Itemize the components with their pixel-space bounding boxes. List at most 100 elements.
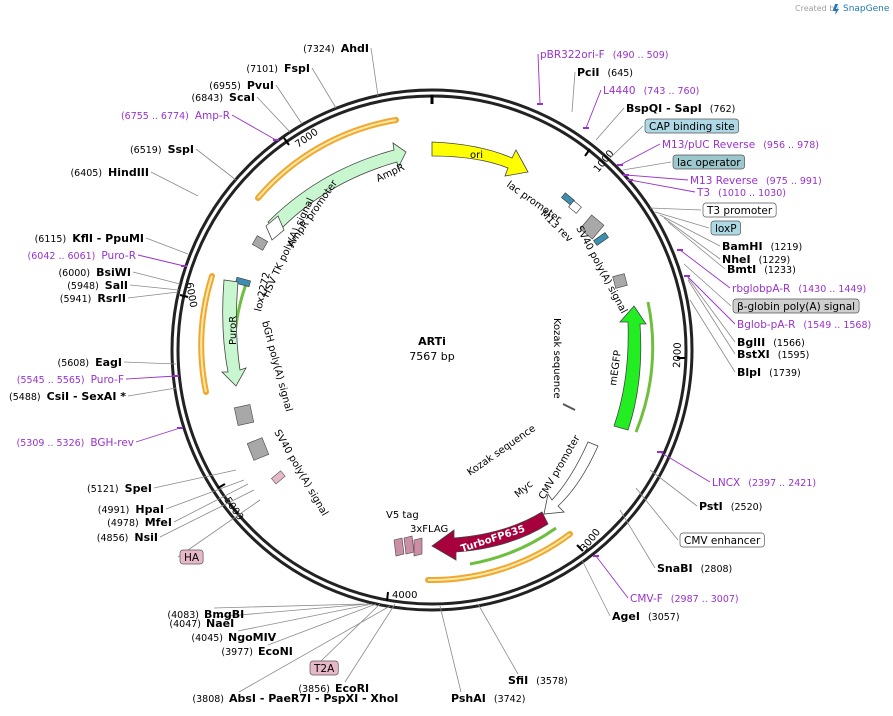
right-leader-bamhi: [659, 214, 721, 247]
right-name-bamhi[interactable]: BamHI: [722, 240, 763, 253]
right-name-pbr322ori-f[interactable]: pBR322ori-F: [540, 49, 605, 61]
left-name-sspi[interactable]: SspI: [168, 143, 194, 156]
right-feature-box-cmv-enhancer[interactable]: [679, 532, 765, 548]
t3-promoter-feature: [579, 214, 605, 240]
bottom-position-ecori: (3856): [298, 684, 330, 695]
left-name-csii-sexai[interactable]: CsiI - SexAI *: [47, 390, 127, 403]
left-name-nsii[interactable]: NsiI: [134, 531, 158, 544]
left-name-hpai[interactable]: HpaI: [135, 503, 164, 516]
left-leader-csii-sexai: [127, 387, 177, 397]
right-leader-loxp: [654, 211, 710, 229]
left-name-scai[interactable]: ScaI: [229, 91, 255, 104]
left-position-scai: (6843): [191, 93, 223, 104]
right-position-rbglobpa-r: (1430 .. 1449): [798, 284, 866, 295]
right-name-bglob-pa-r[interactable]: Bglob-pA-R: [737, 319, 795, 331]
left-position-bsiwi: (6000): [58, 268, 90, 279]
left-position-hindiii: (6405): [70, 168, 102, 179]
right-name-m13-puc-reverse[interactable]: M13/pUC Reverse: [662, 139, 755, 151]
tick-label-2000: 2000: [672, 342, 684, 368]
ori-label: ori: [470, 150, 483, 161]
bottom-name-absi-paer7i-pspxi-xhoi[interactable]: AbsI - PaeR7I - PspXI - XhoI: [229, 692, 398, 705]
right-feature-label-lac-operator[interactable]: lac operator: [677, 157, 741, 169]
right-name-t3[interactable]: T3: [696, 187, 710, 199]
left-leader-spei: [153, 469, 237, 489]
left-name-mfei[interactable]: MfeI: [145, 516, 172, 529]
bottom-position-ngomiv: (4045): [191, 633, 223, 644]
tick-6000: [179, 294, 189, 298]
bottom-feature-label-t2a[interactable]: T2A: [313, 663, 335, 675]
left-name-fspi[interactable]: FspI: [284, 62, 310, 75]
left-name-ahdi[interactable]: AhdI: [341, 42, 369, 55]
right-feature-box-cap-binding-site[interactable]: [644, 118, 739, 134]
right-feature-label-globin-poly-a-signal[interactable]: β-globin poly(A) signal: [737, 301, 855, 313]
right-name-blpi[interactable]: BlpI: [737, 366, 761, 379]
bottom-feature-box-t2a[interactable]: [309, 660, 339, 676]
right-feature-label-cmv-enhancer[interactable]: CMV enhancer: [684, 535, 761, 547]
left-name-spei[interactable]: SpeI: [125, 482, 152, 495]
right-name-snabi[interactable]: SnaBI: [657, 562, 693, 575]
left-name-bsiwi[interactable]: BsiWI: [96, 266, 131, 279]
bottom-name-ecori[interactable]: EcoRI: [335, 682, 369, 695]
left-name-puro-r[interactable]: Puro-R: [101, 250, 136, 262]
right-feature-label-t3-promoter[interactable]: T3 promoter: [706, 205, 773, 217]
right-position-psti: (2520): [731, 502, 763, 513]
bottom-position-absi-paer7i-pspxi-xhoi: (3808): [192, 694, 224, 705]
left-feature-label-ha[interactable]: HA: [184, 552, 200, 564]
right-name-rbglobpa-r[interactable]: rbglobpA-R: [732, 283, 790, 295]
left-position-csii-sexai: (5488): [9, 392, 41, 403]
right-name-agei[interactable]: AgeI: [612, 610, 640, 623]
right-feature-label-loxp[interactable]: loxP: [715, 223, 737, 235]
left-name-sali[interactable]: SalI: [105, 279, 128, 292]
right-feature-box-loxp[interactable]: [710, 220, 741, 236]
left-leader-ahdi: [370, 47, 379, 97]
right-name-bstxi[interactable]: BstXI: [737, 348, 770, 361]
right-feature-label-cap-binding-site[interactable]: CAP binding site: [649, 121, 735, 133]
right-feature-box-t3-promoter[interactable]: [702, 202, 777, 218]
beta-globin-feature: [612, 273, 628, 289]
bottom-leader-t2a: [319, 603, 381, 663]
left-leader-sspi: [195, 148, 237, 181]
left-name-kfli-ppumi[interactable]: KflI - PpuMI: [72, 232, 144, 245]
left-leader-scai: [256, 96, 291, 133]
left-name-rsrii[interactable]: RsrII: [97, 292, 126, 305]
bottom-name-econi[interactable]: EcoNI: [258, 645, 293, 658]
right-name-lncx[interactable]: LNCX: [712, 477, 740, 489]
right-name-m13-reverse[interactable]: M13 Reverse: [690, 175, 758, 187]
right-leader-pbr322ori-f: [537, 53, 541, 105]
bottom-leader-absi-paer7i-pspxi-xhoi: [238, 605, 391, 693]
credit-text: Created by: [795, 4, 839, 13]
bottom-name-naei[interactable]: NaeI: [206, 617, 234, 630]
bottom-name-bmgbi[interactable]: BmgBI: [204, 608, 244, 621]
bottom-name-pshai[interactable]: PshAI: [451, 692, 486, 705]
bottom-position-econi: (3977): [221, 647, 253, 658]
right-name-bmti[interactable]: BmtI: [727, 263, 756, 276]
bottom-position-sfii: (3578): [536, 676, 568, 687]
right-feature-box-lac-operator[interactable]: [672, 154, 745, 170]
right-name-l4440[interactable]: L4440: [603, 85, 636, 97]
left-name-bgh-rev[interactable]: BGH-rev: [90, 437, 134, 449]
right-position-m13-reverse: (975 .. 991): [766, 176, 822, 187]
left-name-puro-f[interactable]: Puro-F: [91, 374, 124, 386]
right-position-blpi: (1739): [769, 368, 801, 379]
right-feature-box-globin-poly-a-signal[interactable]: [732, 298, 860, 314]
left-position-sali: (5948): [67, 281, 99, 292]
right-name-pcii[interactable]: PciI: [577, 66, 599, 79]
bottom-position-pshai: (3742): [494, 694, 526, 705]
right-name-psti[interactable]: PstI: [699, 500, 723, 513]
left-name-amp-r[interactable]: Amp-R: [195, 110, 230, 122]
left-name-pvui[interactable]: PvuI: [247, 79, 274, 92]
left-position-bgh-rev: (5309 .. 5326): [17, 438, 85, 449]
right-name-cmv-f[interactable]: CMV-F: [630, 593, 663, 605]
left-name-eagi[interactable]: EagI: [95, 356, 122, 369]
bottom-name-sfii[interactable]: SfiI: [508, 674, 528, 687]
left-feature-box-ha[interactable]: [179, 549, 204, 565]
right-position-t3: (1010 .. 1030): [718, 188, 786, 199]
right-name-bglii[interactable]: BglII: [737, 336, 765, 349]
right-name-bspqi-sapi[interactable]: BspQI - SapI: [626, 102, 702, 115]
left-name-hindiii[interactable]: HindIII: [108, 166, 149, 179]
ha-feature: [271, 470, 286, 485]
bottom-name-ngomiv[interactable]: NgoMIV: [228, 631, 277, 644]
right-name-nhei[interactable]: NheI: [722, 253, 751, 266]
